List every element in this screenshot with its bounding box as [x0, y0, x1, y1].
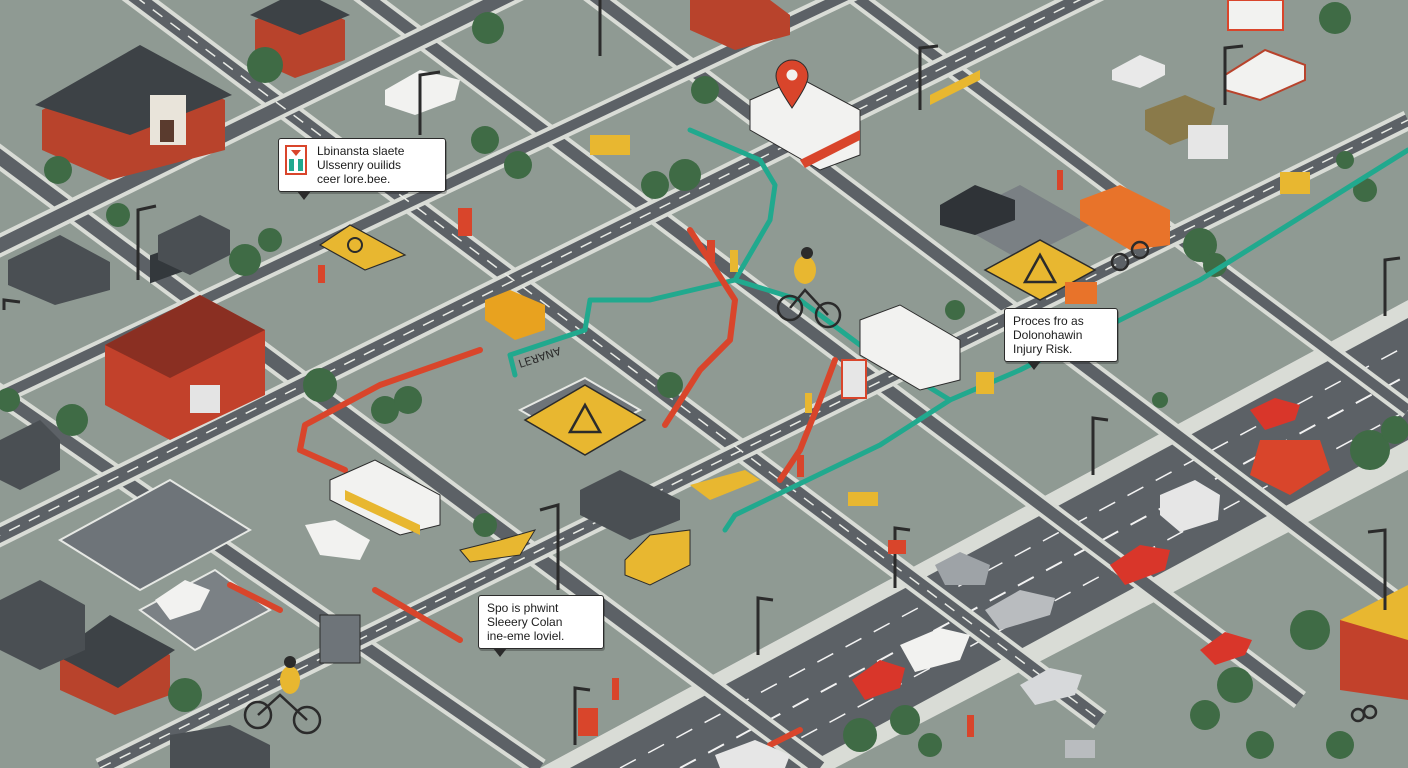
callout-top-left: Lbinansta slaete Ulssenry ouilids ceer l… — [278, 138, 446, 200]
callout-line: ceer lore.bee. — [317, 172, 391, 186]
callout-line: Injury Risk. — [1013, 342, 1073, 356]
car-icon — [155, 48, 1306, 768]
callout-line: Dolonohawin — [1013, 328, 1083, 342]
callout-right: Proces fro as Dolonohawin Injury Risk. — [1004, 308, 1118, 370]
callout-line: Ulssenry ouilids — [317, 158, 402, 172]
street-lamp-icon — [2, 0, 1401, 745]
callout-bottom: Spo is phwint Sleeery Colan ine-eme lovi… — [478, 595, 604, 657]
misc-props — [319, 0, 1310, 758]
callout-line: ine-eme loviel. — [487, 629, 565, 643]
red-route — [227, 227, 838, 748]
callout-line: Proces fro as — [1013, 314, 1084, 328]
map-pin-icon — [775, 59, 809, 109]
callout-line: Spo is phwint — [487, 601, 559, 615]
cyclist-icon — [243, 240, 1378, 735]
bicycle-sign-icon — [285, 145, 307, 175]
pedestrian-icon — [318, 170, 1063, 737]
cyclist-rider — [280, 256, 816, 694]
callout-line: Lbinansta slaete — [317, 144, 405, 158]
callout-line: Sleeery Colan — [487, 615, 563, 629]
